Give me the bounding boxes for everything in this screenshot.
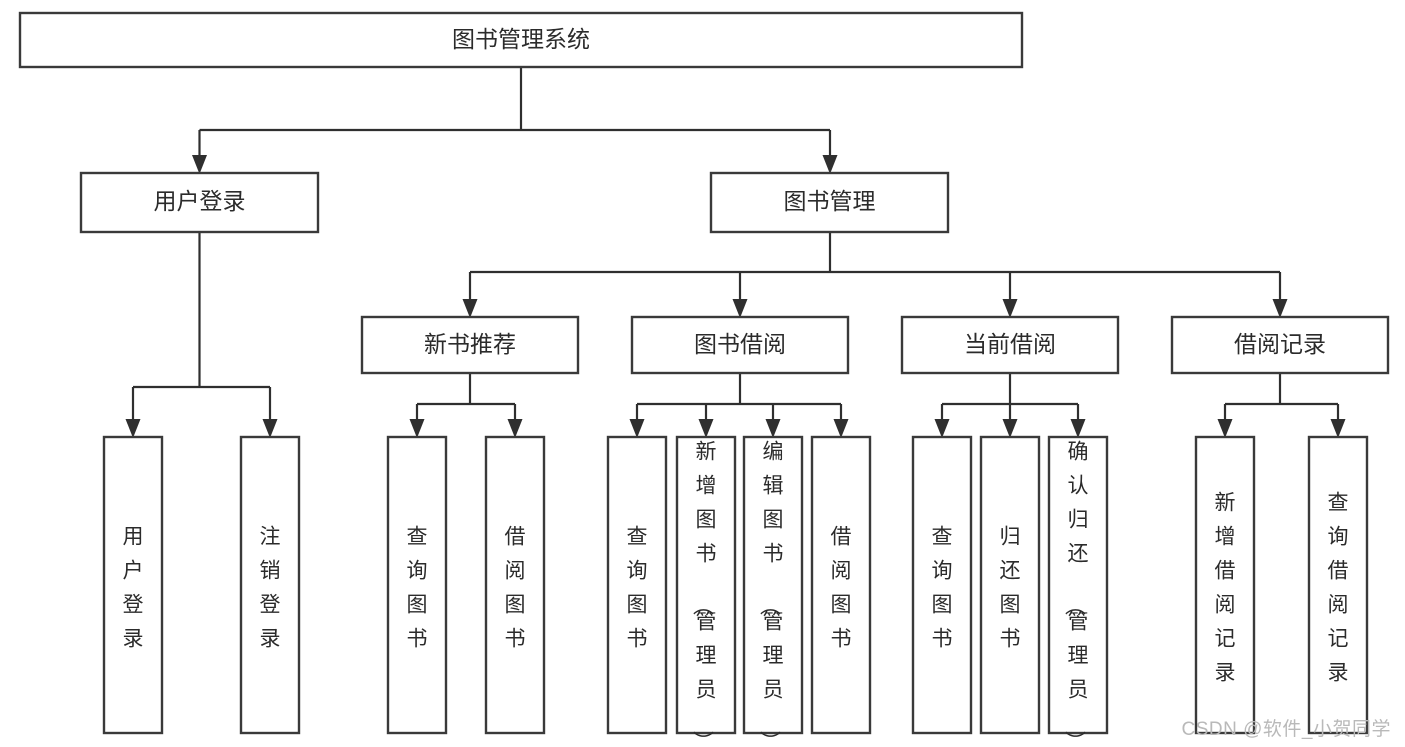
- arrowhead-leaf-query-book-1: [409, 419, 425, 438]
- node-book-manage[interactable]: 图书管理: [709, 171, 950, 234]
- node-new-book-recommend[interactable]: 新书推荐: [360, 315, 580, 375]
- node-borrow-record[interactable]: 借阅记录: [1170, 315, 1390, 375]
- leaf-logout-box[interactable]: [239, 435, 301, 735]
- arrowhead-leaf-confirm-return: [1070, 419, 1086, 438]
- leaf-add-borrow-record[interactable]: 新增借阅记录: [1194, 435, 1256, 735]
- arrowhead-leaf-edit-book-admin: [765, 419, 781, 438]
- leaf-query-book-3-box[interactable]: [911, 435, 973, 735]
- leaf-borrow-book-1-label: 借阅图书: [505, 526, 526, 651]
- leaf-borrow-book-2[interactable]: 借阅图书: [810, 435, 872, 735]
- leaf-borrow-book-1-box[interactable]: [484, 435, 546, 735]
- arrowhead-book-borrow: [732, 299, 748, 318]
- leaf-query-book-3-label: 查询图书: [932, 526, 953, 651]
- node-book-borrow[interactable]: 图书借阅: [630, 315, 850, 375]
- node-current-borrow-box[interactable]: [900, 315, 1120, 375]
- leaf-add-book-admin[interactable]: 新增图书（管理员）: [675, 435, 737, 747]
- arrowhead-leaf-query-book-2: [629, 419, 645, 438]
- arrowhead-user-login: [192, 155, 207, 174]
- leaf-edit-book-admin[interactable]: 编辑图书（管理员）: [742, 435, 804, 747]
- node-root[interactable]: 图书管理系统: [18, 11, 1024, 69]
- leaf-borrow-book-2-box[interactable]: [810, 435, 872, 735]
- arrowhead-leaf-add-borrow-record: [1217, 419, 1233, 438]
- leaf-query-book-2-box[interactable]: [606, 435, 668, 735]
- leaf-query-book-1[interactable]: 查询图书: [386, 435, 448, 735]
- node-user-login-box[interactable]: [79, 171, 320, 234]
- arrowhead-leaf-user-login: [125, 419, 141, 438]
- leaf-confirm-return-admin-box[interactable]: [1047, 435, 1109, 735]
- leaf-return-book-label: 归还图书: [1000, 526, 1021, 651]
- node-book-borrow-label: 图书借阅: [694, 331, 786, 357]
- node-borrow-record-label: 借阅记录: [1234, 331, 1326, 357]
- node-root-box[interactable]: [18, 11, 1024, 69]
- leaf-logout[interactable]: 注销登录: [239, 435, 301, 735]
- leaf-query-borrow-record[interactable]: 查询借阅记录: [1307, 435, 1369, 735]
- leaf-user-login[interactable]: 用户登录: [102, 435, 164, 735]
- leaf-query-book-3[interactable]: 查询图书: [911, 435, 973, 735]
- node-book-borrow-box[interactable]: [630, 315, 850, 375]
- leaf-edit-book-admin-box[interactable]: [742, 435, 804, 735]
- node-root-label: 图书管理系统: [452, 26, 590, 52]
- leaf-add-book-admin-label: 新增图书（管理员）: [691, 441, 717, 747]
- leaf-return-book-box[interactable]: [979, 435, 1041, 735]
- arrowhead-leaf-borrow-book-2: [833, 419, 849, 438]
- arrowhead-leaf-query-borrow-record: [1330, 419, 1346, 438]
- leaf-add-borrow-record-label: 新增借阅记录: [1215, 492, 1236, 685]
- leaf-edit-book-admin-label: 编辑图书（管理员）: [758, 441, 784, 747]
- node-new-book-recommend-label: 新书推荐: [424, 331, 516, 357]
- arrowhead-leaf-logout: [262, 419, 278, 438]
- arrowhead-book-manage: [822, 155, 838, 174]
- leaf-query-borrow-record-label: 查询借阅记录: [1328, 492, 1349, 685]
- arrowhead-borrow-record: [1272, 299, 1288, 318]
- leaf-query-book-2-label: 查询图书: [627, 526, 648, 651]
- node-current-borrow[interactable]: 当前借阅: [900, 315, 1120, 375]
- arrowhead-leaf-borrow-book-1: [507, 419, 523, 438]
- arrowhead-leaf-return-book: [1002, 419, 1018, 438]
- connector-layer: [125, 67, 1346, 438]
- arrowhead-leaf-add-book-admin: [698, 419, 714, 438]
- leaf-logout-label: 注销登录: [260, 526, 281, 651]
- node-user-login-label: 用户登录: [154, 188, 246, 214]
- arrowhead-current-borrow: [1002, 299, 1018, 318]
- leaf-query-book-2[interactable]: 查询图书: [606, 435, 668, 735]
- leaf-query-book-1-label: 查询图书: [407, 526, 428, 651]
- node-book-manage-box[interactable]: [709, 171, 950, 234]
- leaf-confirm-return-admin-label: 确认归还（管理员）: [1063, 441, 1089, 747]
- leaf-query-borrow-record-box[interactable]: [1307, 435, 1369, 735]
- leaf-add-book-admin-box[interactable]: [675, 435, 737, 735]
- node-current-borrow-label: 当前借阅: [964, 331, 1056, 357]
- node-new-book-recommend-box[interactable]: [360, 315, 580, 375]
- node-book-manage-label: 图书管理: [784, 188, 876, 214]
- leaf-user-login-box[interactable]: [102, 435, 164, 735]
- node-user-login[interactable]: 用户登录: [79, 171, 320, 234]
- arrowhead-leaf-query-book-3: [934, 419, 950, 438]
- leaf-user-login-label: 用户登录: [123, 526, 144, 651]
- leaf-confirm-return-admin[interactable]: 确认归还（管理员）: [1047, 435, 1109, 747]
- leaf-borrow-book-1[interactable]: 借阅图书: [484, 435, 546, 735]
- leaf-borrow-book-2-label: 借阅图书: [831, 526, 852, 651]
- leaf-query-book-1-box[interactable]: [386, 435, 448, 735]
- leaf-add-borrow-record-box[interactable]: [1194, 435, 1256, 735]
- node-borrow-record-box[interactable]: [1170, 315, 1390, 375]
- leaf-return-book[interactable]: 归还图书: [979, 435, 1041, 735]
- arrowhead-new-book-rec: [462, 299, 478, 318]
